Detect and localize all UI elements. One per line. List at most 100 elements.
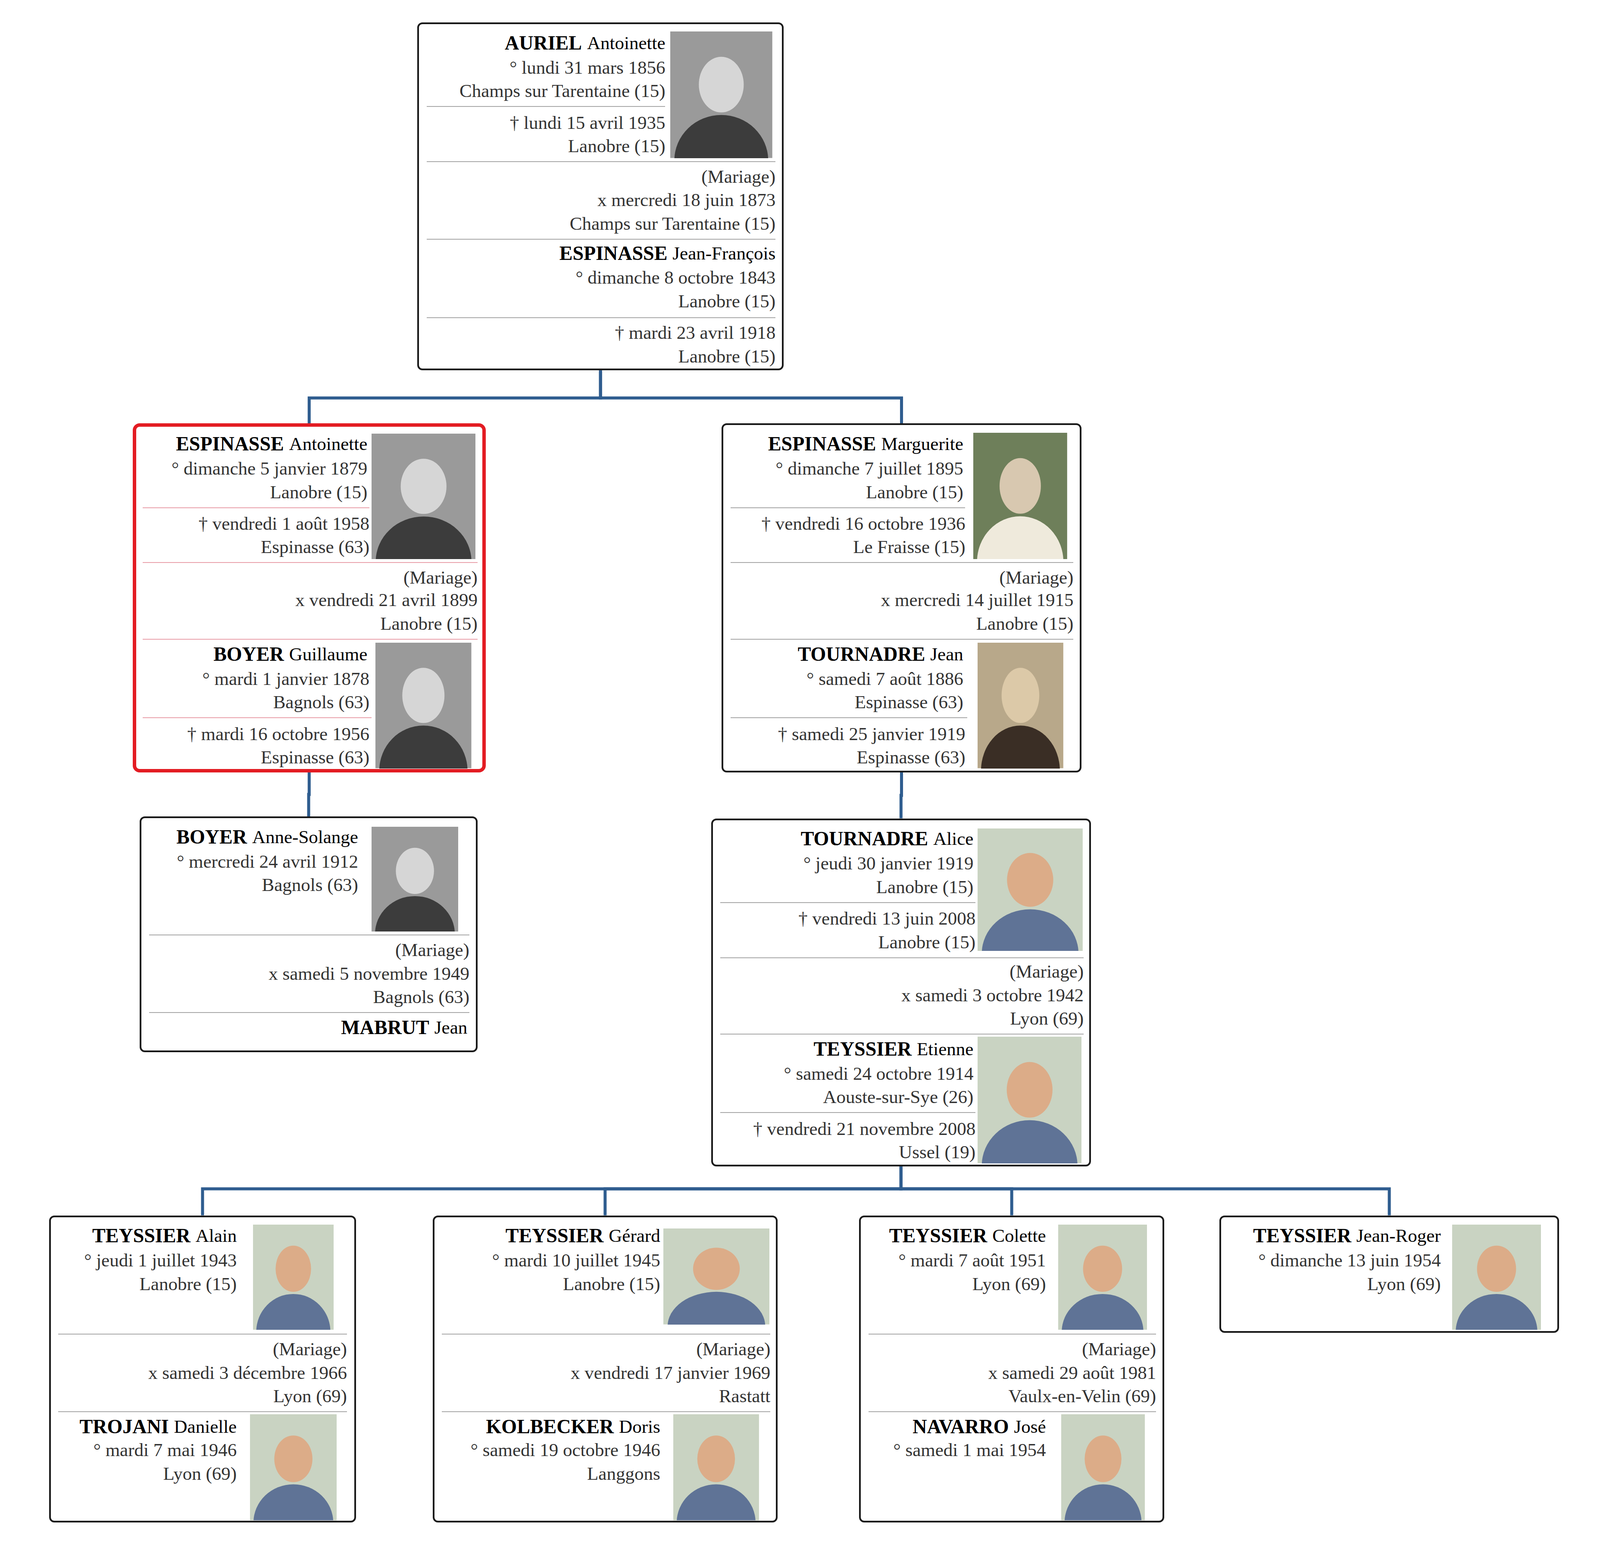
event-text: Vaulx-en-Velin (69) (1008, 1385, 1157, 1407)
photo-face (1006, 1062, 1053, 1118)
event-text: Bagnols (63) (373, 986, 470, 1007)
photo-face (693, 1247, 740, 1291)
photo-face (400, 458, 447, 514)
surname: AURIEL (504, 32, 582, 54)
separator-line (426, 238, 776, 240)
event-text: ° mardi 1 janvier 1878 (202, 668, 370, 689)
event-text: ° mardi 7 août 1951 (898, 1250, 1046, 1271)
portrait-photo (670, 31, 773, 159)
event-text: ° jeudi 30 janvier 1919 (803, 853, 974, 874)
family-link (900, 772, 902, 819)
surname: TOURNADRE (800, 828, 929, 849)
family-link (900, 1166, 1012, 1216)
couple-box: AURIELAntoinette° lundi 31 mars 1856Cham… (417, 22, 784, 371)
separator-line (730, 507, 966, 509)
separator-line (720, 1033, 1084, 1035)
photo-face (274, 1435, 313, 1482)
portrait-photo (375, 642, 472, 769)
surname: TEYSSIER (813, 1038, 913, 1060)
event-text: (Mariage) (272, 1338, 347, 1360)
photo-shoulders (375, 895, 455, 932)
event-text: x samedi 29 août 1981 (988, 1362, 1157, 1383)
event-text: Lanobre (15) (678, 290, 776, 312)
couple-box: ESPINASSEMarguerite° dimanche 7 juillet … (721, 423, 1082, 773)
portrait-photo (1452, 1224, 1541, 1330)
first-name: Antoinette (587, 32, 666, 54)
photo-shoulders (674, 115, 769, 159)
event-text: † vendredi 16 octobre 1936 (761, 513, 966, 534)
separator-line (142, 717, 372, 719)
first-name: Guillaume (289, 643, 368, 665)
separator-line (730, 638, 1074, 640)
surname: MABRUT (340, 1017, 429, 1038)
event-text: Aouste-sur-Sye (26) (822, 1086, 974, 1107)
surname: ESPINASSE (559, 243, 668, 264)
portrait-photo (1061, 1414, 1145, 1521)
photo-face (395, 847, 435, 894)
event-text: Lanobre (15) (878, 931, 976, 953)
event-text: ° dimanche 13 juin 1954 (1258, 1250, 1441, 1271)
family-link (308, 772, 310, 817)
first-name: Jean (434, 1017, 468, 1038)
event-text: Espinasse (63) (260, 746, 370, 768)
portrait-photo (973, 432, 1068, 560)
event-text: ° samedi 7 août 1886 (806, 668, 964, 689)
photo-shoulders (676, 1484, 756, 1521)
event-text: ° lundi 31 mars 1856 (509, 57, 666, 78)
photo-shoulders (1455, 1293, 1538, 1330)
event-text: Espinasse (63) (854, 691, 964, 713)
surname: BOYER (213, 643, 285, 665)
surname: NAVARRO (912, 1416, 1009, 1437)
separator-line (441, 1333, 771, 1335)
photo-shoulders (667, 1291, 766, 1325)
event-text: Langgons (587, 1463, 661, 1484)
event-text: x samedi 3 octobre 1942 (901, 984, 1084, 1006)
photo-shoulders (981, 725, 1060, 769)
first-name: José (1013, 1416, 1046, 1437)
separator-line (426, 317, 776, 319)
event-text: ° mardi 10 juillet 1945 (492, 1250, 661, 1271)
event-text: x samedi 3 décembre 1966 (148, 1362, 347, 1383)
portrait-photo (673, 1414, 760, 1521)
event-text: (Mariage) (701, 166, 776, 187)
event-text: (Mariage) (1081, 1338, 1157, 1360)
event-text: Le Fraisse (15) (853, 536, 966, 557)
event-text: Lanobre (15) (568, 135, 666, 157)
event-text: ° samedi 19 octobre 1946 (470, 1439, 661, 1460)
photo-shoulders (981, 1120, 1078, 1164)
event-text: (Mariage) (395, 939, 470, 960)
event-text: (Mariage) (999, 567, 1074, 588)
event-text: † vendredi 21 novembre 2008 (753, 1118, 976, 1139)
separator-line (730, 562, 1074, 563)
event-text: Lanobre (15) (562, 1273, 661, 1294)
event-text: Lanobre (15) (678, 346, 776, 367)
couple-box: TEYSSIERJean-Roger° dimanche 13 juin 195… (1219, 1215, 1560, 1333)
separator-line (142, 638, 478, 640)
photo-face (275, 1245, 311, 1292)
family-link (600, 370, 902, 424)
photo-shoulders (977, 515, 1064, 560)
family-link (202, 1166, 901, 1216)
event-text: Lanobre (15) (976, 613, 1074, 634)
event-text: Lyon (69) (1367, 1273, 1441, 1294)
photo-face (699, 56, 744, 113)
event-text: † samedi 25 janvier 1919 (778, 723, 966, 744)
first-name: Etienne (916, 1038, 974, 1060)
separator-line (58, 1333, 347, 1335)
portrait-photo (977, 1036, 1082, 1164)
event-text: Lanobre (15) (380, 613, 478, 634)
event-text: † vendredi 1 août 1958 (198, 513, 369, 534)
separator-line (868, 1411, 1157, 1413)
separator-line (58, 1411, 347, 1413)
separator-line (441, 1411, 771, 1413)
family-link (605, 1166, 902, 1216)
event-text: Lyon (69) (273, 1385, 347, 1407)
event-text: ° jeudi 1 juillet 1943 (84, 1250, 237, 1271)
first-name: Doris (618, 1416, 661, 1437)
event-text: Lanobre (15) (876, 876, 974, 897)
separator-line (720, 902, 976, 904)
photo-shoulders (375, 516, 472, 560)
event-text: Lanobre (15) (270, 481, 368, 503)
surname: TOURNADRE (797, 643, 926, 665)
